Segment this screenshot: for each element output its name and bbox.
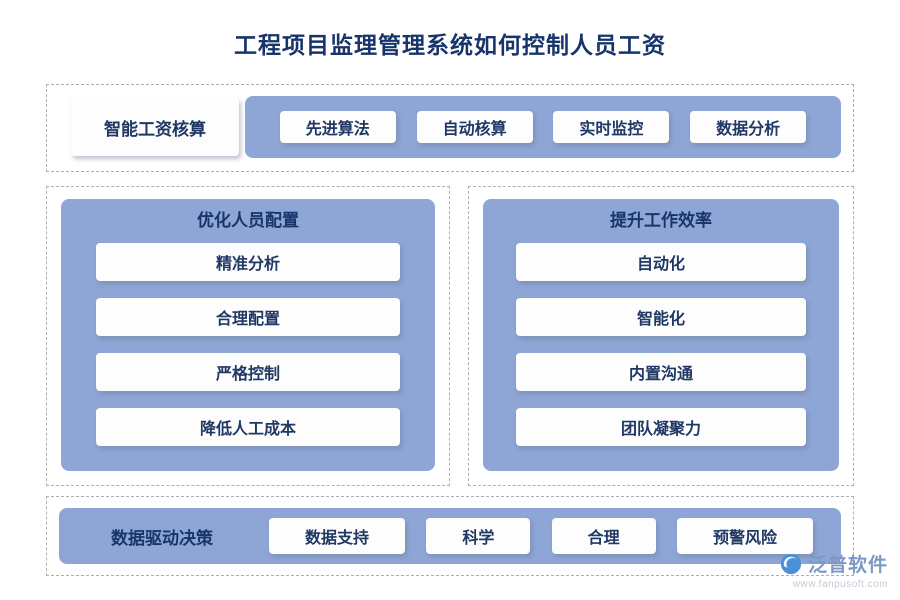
smart-payroll-label: 智能工资核算: [71, 98, 239, 156]
brand-watermark: www.fanpusoft.com: [792, 579, 888, 590]
panel-item-intelligence: 智能化: [516, 298, 806, 336]
smart-payroll-section: 智能工资核算 先进算法 自动核算 实时监控 数据分析: [46, 84, 854, 172]
bottom-item-scientific: 科学: [426, 518, 531, 554]
page-title: 工程项目监理管理系统如何控制人员工资: [234, 33, 666, 58]
data-driven-section: 数据驱动决策 数据支持 科学 合理 预警风险: [46, 496, 854, 576]
bottom-item-risk-warning: 预警风险: [676, 518, 813, 554]
feature-item-data-analysis: 数据分析: [690, 111, 807, 143]
improve-efficiency-panel: 提升工作效率 自动化 智能化 内置沟通 团队凝聚力: [483, 199, 839, 471]
brand-footer: 泛普软件 www.fanpusoft.com: [780, 550, 888, 590]
feature-item-realtime-monitoring: 实时监控: [553, 111, 670, 143]
improve-efficiency-section: 提升工作效率 自动化 智能化 内置沟通 团队凝聚力: [468, 186, 854, 486]
data-driven-label: 数据驱动决策: [111, 528, 213, 548]
optimize-staffing-panel: 优化人员配置 精准分析 合理配置 严格控制 降低人工成本: [61, 199, 435, 471]
panel-item-strict-control: 严格控制: [96, 353, 400, 391]
feature-item-advanced-algorithm: 先进算法: [279, 111, 396, 143]
optimize-staffing-header: 优化人员配置: [197, 211, 299, 230]
panel-item-reduce-labor-cost: 降低人工成本: [96, 408, 400, 446]
panel-item-builtin-communication: 内置沟通: [516, 353, 806, 391]
panel-item-precise-analysis: 精准分析: [96, 243, 400, 281]
panel-item-team-cohesion: 团队凝聚力: [516, 408, 806, 446]
bottom-item-reasonable: 合理: [551, 518, 656, 554]
bottom-item-data-support: 数据支持: [269, 518, 406, 554]
smart-payroll-band: 先进算法 自动核算 实时监控 数据分析: [245, 96, 841, 158]
improve-efficiency-header: 提升工作效率: [610, 211, 712, 230]
panel-item-automation: 自动化: [516, 243, 806, 281]
brand-name: 泛普软件: [807, 555, 888, 576]
panel-item-reasonable-allocation: 合理配置: [96, 298, 400, 336]
feature-item-auto-accounting: 自动核算: [416, 111, 533, 143]
data-driven-items: 数据支持 科学 合理 预警风险: [269, 518, 813, 554]
brand-logo-icon: [780, 553, 802, 575]
data-driven-band: 数据驱动决策 数据支持 科学 合理 预警风险: [59, 508, 841, 564]
optimize-staffing-section: 优化人员配置 精准分析 合理配置 严格控制 降低人工成本: [46, 186, 450, 486]
